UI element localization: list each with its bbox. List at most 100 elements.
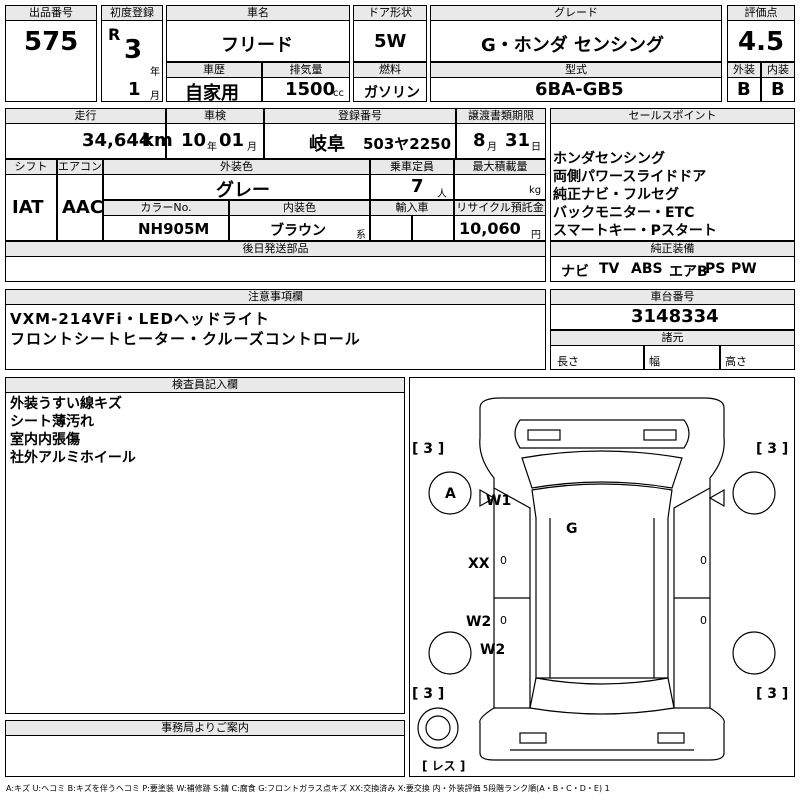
inspection-month-unit: 月 xyxy=(247,142,257,153)
equipment-abs: ABS xyxy=(631,261,663,277)
recycle-cell: 10,060 円 xyxy=(454,215,546,241)
score-cell: 4.5 xyxy=(727,20,795,62)
capacity-unit: 人 xyxy=(437,189,447,200)
exterior-grade: B xyxy=(737,79,751,100)
mileage-label: 走行 xyxy=(5,108,166,124)
fuel-label: 燃料 xyxy=(353,62,427,78)
equipment-label: 純正装備 xyxy=(550,241,795,257)
office-cell xyxy=(5,735,405,777)
max-load-label: 最大積載量 xyxy=(454,159,546,175)
car-name-label: 車名 xyxy=(166,5,350,21)
rear-window xyxy=(529,677,675,715)
grade-cell: G・ホンダ センシング xyxy=(430,20,722,62)
front-hood xyxy=(514,419,690,449)
year-unit: 年 xyxy=(150,67,160,78)
month-unit: 月 xyxy=(150,91,160,102)
damage-mark-a: A xyxy=(445,486,456,502)
history: 自家用 xyxy=(185,83,239,104)
width-label: 幅 xyxy=(649,355,660,368)
capacity: 7 xyxy=(411,176,424,197)
exterior-grade-label: 外装 xyxy=(727,62,761,78)
inspector-line: 社外アルミホイール xyxy=(10,450,136,466)
sales-point: スマートキー・Pスタート xyxy=(553,223,717,239)
tire-rear-right-grade: [ 3 ] xyxy=(756,686,788,702)
inspector-label: 検査員記入欄 xyxy=(5,377,405,393)
mirror-right xyxy=(708,488,725,508)
interior-grade-cell: B xyxy=(761,77,795,102)
inspector-line: シート薄汚れ xyxy=(10,414,94,430)
inspection-cell: 10 年 01 月 xyxy=(166,123,264,159)
length-cell: 長さ xyxy=(550,345,644,370)
inspector-line: 外装うすい線キズ xyxy=(10,396,122,412)
roof xyxy=(531,483,673,679)
era: R xyxy=(108,25,121,44)
capacity-label: 乗車定員 xyxy=(370,159,454,175)
equipment-navi: ナビ xyxy=(561,264,589,280)
equipment-ps: PS xyxy=(705,261,726,277)
inspection-label: 車検 xyxy=(166,108,264,124)
right-side xyxy=(673,487,711,709)
interior-grade: B xyxy=(771,79,785,100)
door-label: ドア形状 xyxy=(353,5,427,21)
import-cell-a xyxy=(370,215,412,241)
registration-label: 登録番号 xyxy=(264,108,456,124)
lot-number-label: 出品番号 xyxy=(5,5,97,21)
door-cell: 5W xyxy=(353,20,427,62)
notes-label: 注意事項欄 xyxy=(5,289,546,305)
tire-front-right-grade: [ 3 ] xyxy=(756,441,788,457)
sales-points-label: セールスポイント xyxy=(550,108,795,124)
displacement-label: 排気量 xyxy=(262,62,350,78)
transfer-day: 31 xyxy=(505,130,531,151)
zero-mark: 0 xyxy=(500,554,507,567)
interior-grade-label: 内装 xyxy=(761,62,795,78)
aircon-label: エアコン xyxy=(57,159,103,175)
tire-front-right xyxy=(732,471,776,515)
damage-mark-xx: XX xyxy=(468,556,490,572)
chassis-cell: 3148334 xyxy=(550,304,795,330)
damage-mark-g: G xyxy=(566,521,578,537)
legend: A:キズ U:ヘコミ B:キズを伴うヘコミ P:要塗装 W:補修跡 S:錆 C:… xyxy=(6,784,610,793)
inspector-cell: 外装うすい線キズ シート薄汚れ 室内内張傷 社外アルミホイール xyxy=(5,392,405,714)
model: 6BA-GB5 xyxy=(535,79,624,100)
shift-label: シフト xyxy=(5,159,57,175)
zero-mark: 0 xyxy=(500,614,507,627)
inspection-year-unit: 年 xyxy=(207,142,217,153)
reg-month: 1 xyxy=(128,79,141,100)
later-parts-cell xyxy=(5,256,546,282)
recycle-unit: 円 xyxy=(531,230,541,241)
taillight-left xyxy=(519,732,547,744)
sales-point: 純正ナビ・フルセグ xyxy=(553,187,679,203)
chassis-number: 3148334 xyxy=(631,306,719,327)
mirror-left xyxy=(479,488,496,508)
sales-points-cell: ホンダセンシング 両側パワースライドドア 純正ナビ・フルセグ バックモニター・E… xyxy=(550,123,795,241)
max-load-unit: kg xyxy=(529,185,542,196)
history-label: 車歴 xyxy=(166,62,262,78)
mileage-unit: km xyxy=(142,130,173,151)
tire-rear-left-grade: [ 3 ] xyxy=(412,686,444,702)
transfer-month: 8 xyxy=(473,130,486,151)
spare-tire-inner xyxy=(425,715,451,741)
color-number-label: カラーNo. xyxy=(103,200,229,216)
displacement-cell: 1500 cc xyxy=(262,77,350,102)
office-label: 事務局よりご案内 xyxy=(5,720,405,736)
tire-front-left-grade: [ 3 ] xyxy=(412,441,444,457)
transfer-month-unit: 月 xyxy=(487,142,497,153)
recycle-fee: 10,060 xyxy=(459,219,521,238)
left-side xyxy=(493,487,531,709)
exterior-grade-cell: B xyxy=(727,77,761,102)
zero-mark: 0 xyxy=(700,614,707,627)
headlight-left xyxy=(527,429,561,441)
max-load-cell: kg xyxy=(454,174,546,200)
car-diagram-svg: [ 3 ] [ 3 ] [ 3 ] [ 3 ] [ レス ] A W1 G XX… xyxy=(412,397,788,773)
notes-list: VXM-214VFi・LEDヘッドライト フロントシートヒーター・クルーズコント… xyxy=(10,309,361,349)
sales-point: 両側パワースライドドア xyxy=(553,169,707,185)
first-registration-cell: R 3 年 1 月 xyxy=(101,20,163,102)
displacement: 1500 xyxy=(285,79,336,100)
registration-cell: 岐阜 503ヤ2250 xyxy=(264,123,456,159)
car-diagram: [ 3 ] [ 3 ] [ 3 ] [ 3 ] [ レス ] A W1 G XX… xyxy=(409,377,795,777)
fuel: ガソリン xyxy=(364,85,420,101)
transfer-day-unit: 日 xyxy=(531,142,541,153)
spare-tire-grade: [ レス ] xyxy=(422,759,465,773)
transfer-deadline-cell: 8 月 31 日 xyxy=(456,123,546,159)
registration-number: 503ヤ2250 xyxy=(363,135,452,153)
